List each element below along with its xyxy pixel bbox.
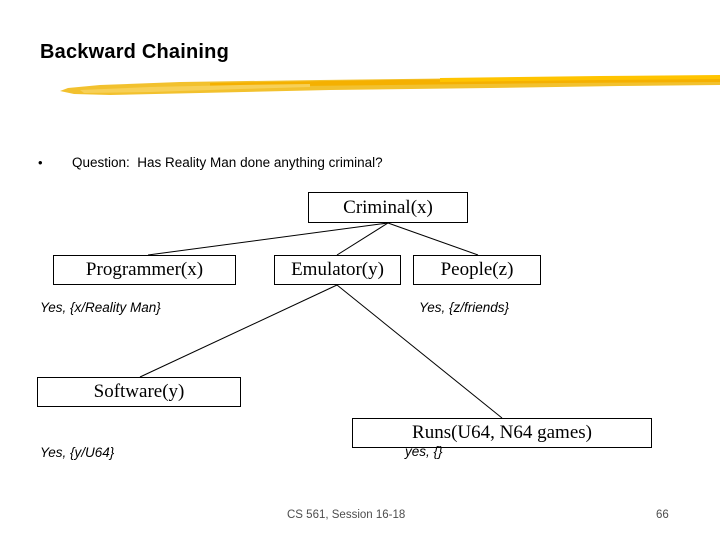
binding-x: Yes, {x/Reality Man} bbox=[40, 300, 161, 315]
page-title: Backward Chaining bbox=[40, 41, 229, 63]
title-underline-brushstroke bbox=[60, 75, 720, 95]
node-programmer: Programmer(x) bbox=[53, 255, 236, 285]
footer-page-number: 66 bbox=[656, 509, 669, 521]
footer-course-label: CS 561, Session 16-18 bbox=[287, 509, 406, 521]
node-software: Software(y) bbox=[37, 377, 241, 407]
bullet-marker-icon: • bbox=[38, 155, 43, 170]
node-people: People(z) bbox=[413, 255, 541, 285]
binding-y: Yes, {y/U64} bbox=[40, 445, 115, 460]
binding-empty: yes, {} bbox=[405, 444, 443, 459]
node-criminal: Criminal(x) bbox=[308, 192, 468, 223]
node-runs: Runs(U64, N64 games) bbox=[352, 418, 652, 448]
node-emulator: Emulator(y) bbox=[274, 255, 401, 285]
bullet-question-text: Question: Has Reality Man done anything … bbox=[72, 155, 383, 170]
binding-z: Yes, {z/friends} bbox=[419, 300, 510, 315]
bullet-question: • Question: Has Reality Man done anythin… bbox=[38, 155, 383, 170]
